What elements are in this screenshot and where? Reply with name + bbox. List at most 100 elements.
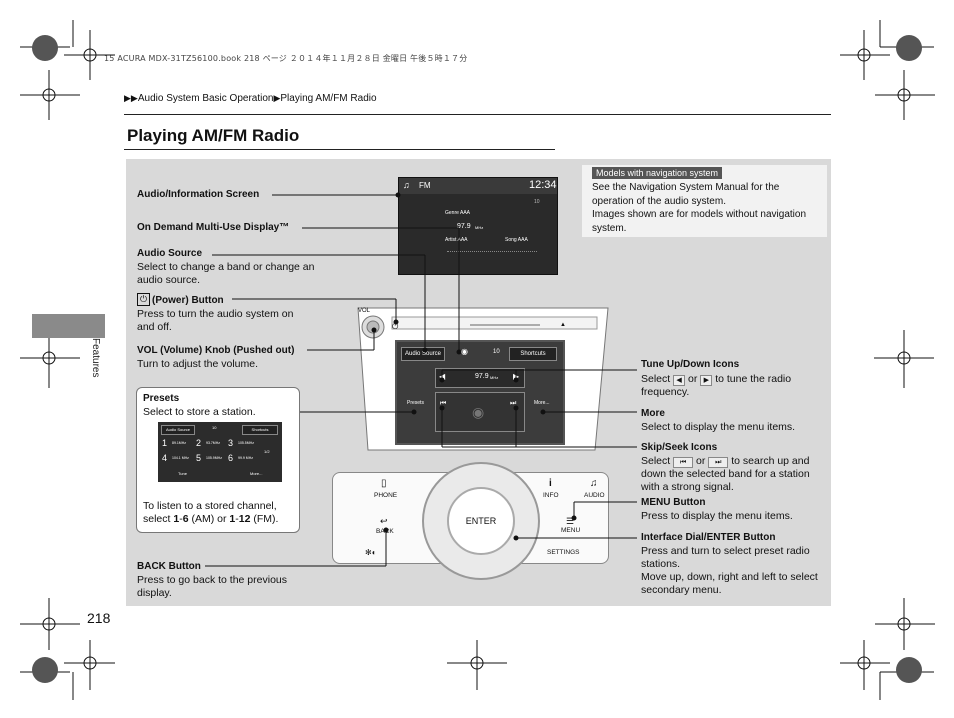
tune-text: Select ◀ or ▶ to tune the radio frequenc… (641, 373, 816, 399)
phone-button[interactable]: PHONE (374, 492, 398, 499)
skip-text: Select ⏮ or ⏭ to search up and down the … (641, 455, 823, 494)
power-text: Press to turn the audio system on and of… (137, 308, 294, 333)
lower-freq-unit: MHz (490, 375, 499, 380)
tune-title: Tune Up/Down Icons (641, 359, 740, 370)
eject-icon[interactable]: ▲ (560, 322, 566, 328)
mini-tune: Tune (178, 471, 187, 476)
menu-button[interactable]: MENU (561, 527, 581, 534)
presets-button[interactable]: Presets (407, 400, 424, 406)
back-icon: ↩ (380, 516, 388, 526)
presets-note-dash-2: - (235, 513, 239, 525)
enter-button[interactable]: ENTER (447, 487, 515, 555)
audio-button[interactable]: AUDIO (584, 492, 605, 499)
screen-genre: Genre AAA (445, 210, 471, 216)
skip-forward-icon: ⏭ (708, 457, 729, 468)
mini-preset-4: 104.1 MHz (172, 456, 189, 460)
nav-note-tag: Models with navigation system (592, 167, 723, 179)
audio-source-title: Audio Source (137, 248, 203, 259)
settings-button[interactable]: SETTINGS (547, 549, 580, 556)
more-button[interactable]: More... (534, 400, 550, 406)
more-title: More (641, 408, 665, 419)
mini-audio-source: Audio Source (161, 425, 195, 435)
presets-note-dash-1: - (179, 513, 183, 525)
breadcrumb-arrow-icon: ▶ (273, 93, 281, 103)
tune-text-b: or (688, 373, 698, 385)
menu-text: Press to display the menu items. (641, 510, 793, 522)
screen-band: FM (419, 181, 431, 190)
mini-preset-5: 105.9MHz (206, 456, 222, 460)
presets-note-bold-3: 1 (229, 513, 236, 525)
divider (124, 114, 831, 115)
breadcrumb-link-1[interactable]: Audio System Basic Operation (137, 93, 274, 104)
shortcuts-button[interactable]: Shortcuts (509, 347, 557, 361)
mini-preset-6: 99.9 MHz (238, 456, 253, 460)
lower-freq: 97.9 (475, 373, 489, 380)
channel-number: 10 (493, 349, 500, 355)
screen-channel: 10 (534, 199, 540, 205)
nav-note-line-1: See the Navigation System Manual for the… (592, 182, 780, 207)
presets-note-text-1: To listen to a stored channel, select (143, 500, 277, 525)
tune-left-icon: ◀ (673, 375, 686, 386)
presets-note-bold-4: 12 (238, 513, 251, 525)
mini-shortcuts: Shortcuts (242, 425, 278, 435)
breadcrumb-arrow-icon: ▶▶ (124, 93, 138, 103)
skip-text-a: Select (641, 455, 671, 467)
nav-note-line-2: Images shown are for models without navi… (592, 209, 807, 234)
vol-label: VOL (358, 308, 371, 314)
power-title: (Power) Button (152, 295, 224, 306)
phone-icon: ▯ (381, 478, 387, 489)
presets-note: To listen to a stored channel, select 1-… (143, 500, 295, 526)
tune-right-icon: ▶ (700, 375, 713, 386)
tune-bar (435, 368, 525, 388)
audio-source-button[interactable]: Audio Source (401, 347, 445, 361)
presets-mini-screen: Audio Source 10 Shortcuts 1 89.1MHz 2 93… (158, 422, 282, 482)
presets-note-text-3: (FM). (250, 513, 279, 525)
tune-text-c: to tune the radio frequency. (641, 373, 792, 398)
mini-preset-1: 89.1MHz (172, 441, 187, 445)
on-demand-display: Audio Source ◉ 10 Shortcuts ◀ 97.9 MHz ▶… (395, 340, 565, 445)
seek-down-icon[interactable]: ⏮ (440, 400, 447, 407)
mini-preset-2: 93.7MHz (206, 441, 221, 445)
mini-preset-1-num: 1 (162, 438, 168, 448)
info-button[interactable]: INFO (543, 492, 559, 499)
dial-text: Press and turn to select preset radio st… (641, 545, 823, 597)
more-text: Select to display the menu items. (641, 421, 796, 433)
menu-icon: ☰ (566, 516, 575, 526)
skip-text-b: or (696, 455, 706, 467)
mini-preset-3: 105.5MHz (238, 441, 254, 445)
mini-preset-4-num: 4 (162, 453, 168, 463)
mini-more: More... (250, 471, 263, 476)
vol-text: Turn to adjust the volume. (137, 358, 259, 370)
breadcrumb: ▶▶Audio System Basic Operation▶Playing A… (124, 93, 377, 104)
breadcrumb-link-2[interactable]: Playing AM/FM Radio (280, 93, 377, 104)
screen-clock: 12:34 (529, 179, 557, 191)
mini-channel: 10 (212, 425, 217, 430)
tune-text-a: Select (641, 373, 671, 385)
presets-note-text-2: (AM) or (188, 513, 230, 525)
screen-song: Song AAA (505, 237, 528, 243)
brightness-icon[interactable]: ✻◐ (365, 548, 377, 557)
info-icon: i (549, 478, 552, 489)
page-number: 218 (87, 610, 111, 626)
title-underline (124, 149, 555, 150)
mini-preset-5-num: 5 (196, 453, 202, 463)
antenna-icon: ◉ (461, 347, 468, 356)
presets-title: Presets (143, 393, 180, 404)
section-tab (32, 314, 105, 338)
dial-text-1: Press and turn to select preset radio st… (641, 545, 810, 570)
screen-freq: 97.9 (457, 223, 471, 230)
screen-freq-unit: MHz (475, 225, 484, 230)
back-text: Press to go back to the previous display… (137, 574, 287, 599)
nav-note-text: See the Navigation System Manual for the… (592, 181, 822, 235)
power-icon[interactable]: ⏻ (392, 322, 399, 331)
music-note-icon: ♫ (403, 180, 410, 190)
vol-title: VOL (Volume) Knob (Pushed out) (137, 345, 295, 356)
audio-info-screen-label: Audio/Information Screen (137, 189, 260, 200)
power-symbol-icon: ⏻ (137, 293, 150, 306)
audio-source-text: Select to change a band or change an aud… (137, 261, 315, 286)
seek-up-icon[interactable]: ⏭ (510, 400, 517, 407)
presets-note-bold-2: 6 (182, 513, 189, 525)
screen-artist: Artist AAA (445, 237, 468, 243)
back-title: BACK Button (137, 561, 201, 572)
